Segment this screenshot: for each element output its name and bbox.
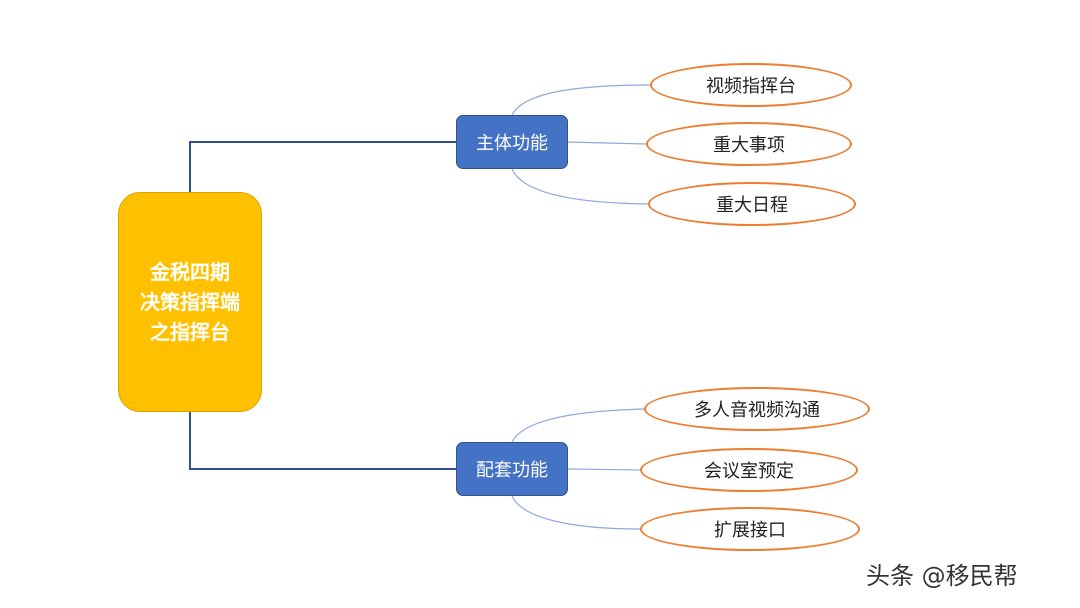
- connector-support-to-leaf-2: [567, 468, 641, 471]
- connector-main-to-leaf-1: [511, 84, 651, 116]
- root-title-line-2: 决策指挥端: [140, 290, 240, 314]
- leaf-multi-party-av: 多人音视频沟通: [644, 387, 870, 431]
- connector-main-to-leaf-3: [511, 168, 649, 205]
- connector-root-to-support-functions: [189, 412, 456, 470]
- branch-support-functions-label: 配套功能: [476, 460, 548, 481]
- connector-support-to-leaf-1: [511, 408, 645, 443]
- leaf-major-matters: 重大事项: [646, 122, 852, 166]
- leaf-major-schedule: 重大日程: [648, 182, 856, 226]
- leaf-multi-party-av-label: 多人音视频沟通: [694, 400, 820, 421]
- leaf-video-command-label: 视频指挥台: [706, 76, 796, 97]
- connector-support-to-leaf-3: [511, 495, 641, 530]
- leaf-major-schedule-label: 重大日程: [716, 195, 788, 216]
- leaf-meeting-room-booking-label: 会议室预定: [704, 461, 794, 482]
- root-node: 金税四期 决策指挥端 之指挥台: [118, 192, 262, 412]
- branch-main-functions-label: 主体功能: [476, 133, 548, 154]
- leaf-meeting-room-booking: 会议室预定: [640, 448, 858, 492]
- connector-main-to-leaf-2: [567, 141, 647, 145]
- root-title-line-1: 金税四期: [150, 260, 230, 284]
- leaf-video-command: 视频指挥台: [650, 63, 852, 107]
- leaf-extension-interface-label: 扩展接口: [714, 520, 786, 541]
- connector-root-to-main-functions: [189, 141, 456, 192]
- branch-main-functions: 主体功能: [456, 115, 568, 169]
- branch-support-functions: 配套功能: [456, 442, 568, 496]
- root-title-line-3: 之指挥台: [150, 320, 230, 344]
- leaf-extension-interface: 扩展接口: [640, 507, 860, 551]
- watermark: 头条 @移民帮: [866, 562, 1018, 590]
- leaf-major-matters-label: 重大事项: [713, 135, 785, 156]
